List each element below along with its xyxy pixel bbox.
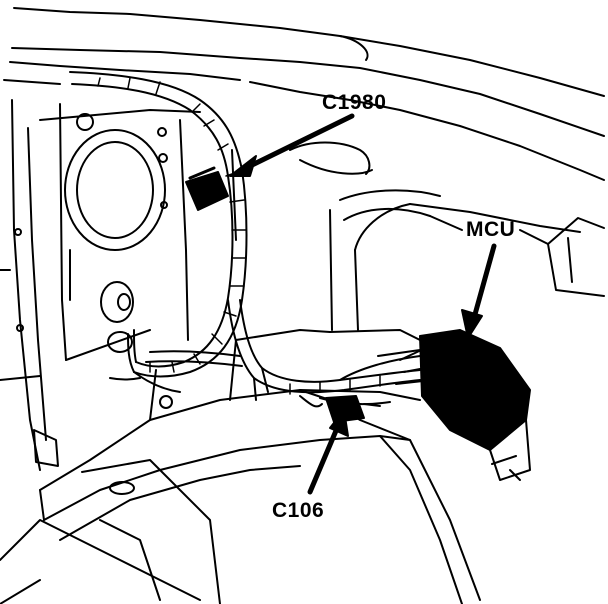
round-opening [64, 113, 168, 301]
lower-structure [0, 329, 481, 604]
c106-label: C106 [272, 499, 325, 522]
c1980-arrow [229, 113, 355, 177]
mcu-module [377, 329, 531, 481]
cowl-panel-outline [3, 7, 605, 181]
harness-wrap-marks [97, 77, 381, 395]
dash-panel [179, 119, 581, 341]
wiring-harness [69, 71, 421, 408]
grommet [100, 281, 173, 409]
c106-arrow [307, 409, 349, 495]
mcu-arrow [461, 243, 497, 339]
right-fender-bracket [519, 217, 605, 297]
c1980-connector [185, 166, 229, 211]
c1980-label: C1980 [322, 91, 387, 114]
mcu-label: MCU [466, 218, 516, 241]
left-fender-panel [0, 99, 201, 471]
pointer-arrows [229, 113, 497, 495]
c106-connector [325, 395, 381, 423]
